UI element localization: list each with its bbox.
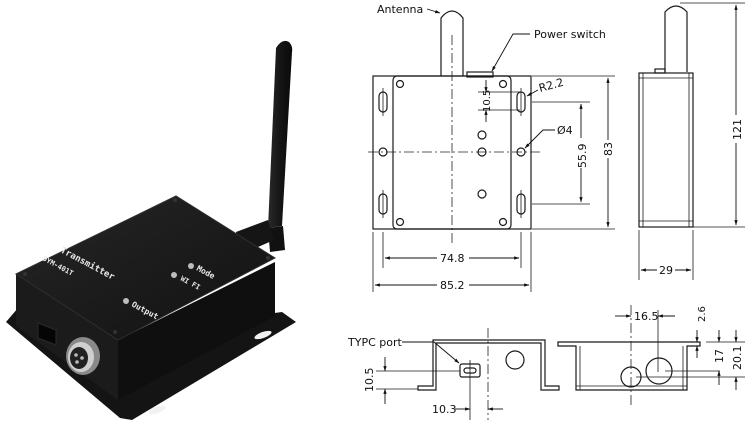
device-right-face [118,262,275,400]
screw [395,217,405,227]
screw [395,79,405,89]
dim-hole-diameter: Ø4 [557,124,573,137]
usb-port-photo [37,322,57,346]
typec-port-callout: TYPC port [347,336,402,349]
mounting-slots [378,88,526,218]
screw [498,217,508,227]
hole [477,130,487,140]
dim-depth: 29 [659,264,673,277]
dim-body-depth: 20.1 [731,346,744,371]
hole [477,147,487,157]
dim-body-height: 83 [602,142,615,156]
dim-port-offset: 10.3 [432,403,457,416]
dim-slot-spacing-vertical: 55.9 [576,144,589,169]
dim-switch-offset: 10.5 [482,90,493,112]
aviation-connector [66,337,100,375]
led-wifi [171,272,177,278]
screw [173,198,177,202]
front-view-left-drawing: TYPC port 10.5 10.3 [347,328,560,420]
dim-connector-height: 17 [713,349,726,363]
flange-slot [254,330,272,340]
device-top-face [14,195,277,341]
screw [113,330,117,334]
hole [477,189,487,199]
screw [498,79,508,89]
hole [378,147,388,157]
screw [266,256,270,260]
side-view-drawing: 121 29 [638,2,745,280]
led-mode [188,263,194,269]
dim-flange-width: 85.2 [440,279,465,292]
top-view-drawing: Antenna Power switch R2.2 Ø4 10.5 55.9 8… [368,3,615,292]
antenna-photo [236,40,293,254]
led-output [123,298,129,304]
antenna-callout: Antenna [377,3,423,16]
dim-port-height: 10.5 [363,368,376,393]
connector-hole [505,350,525,370]
screw [23,272,27,276]
antenna-outline [440,10,464,76]
dim-flange-thickness: 2.6 [697,306,708,322]
dim-total-height: 121 [731,119,744,140]
power-switch-callout: Power switch [534,28,606,41]
power-switch-outline [466,71,494,78]
dim-slot-radius: R2.2 [537,76,565,95]
front-view-right-drawing: 16.5 2.6 17 20.1 [557,305,745,405]
dim-connector-offset: 16.5 [634,310,659,323]
hole [516,147,526,157]
flange-slot [148,405,166,415]
product-photo: Transmitter DYM-401T Mode WI FI Output [6,40,296,420]
dim-slot-spacing-horizontal: 74.8 [440,252,465,265]
